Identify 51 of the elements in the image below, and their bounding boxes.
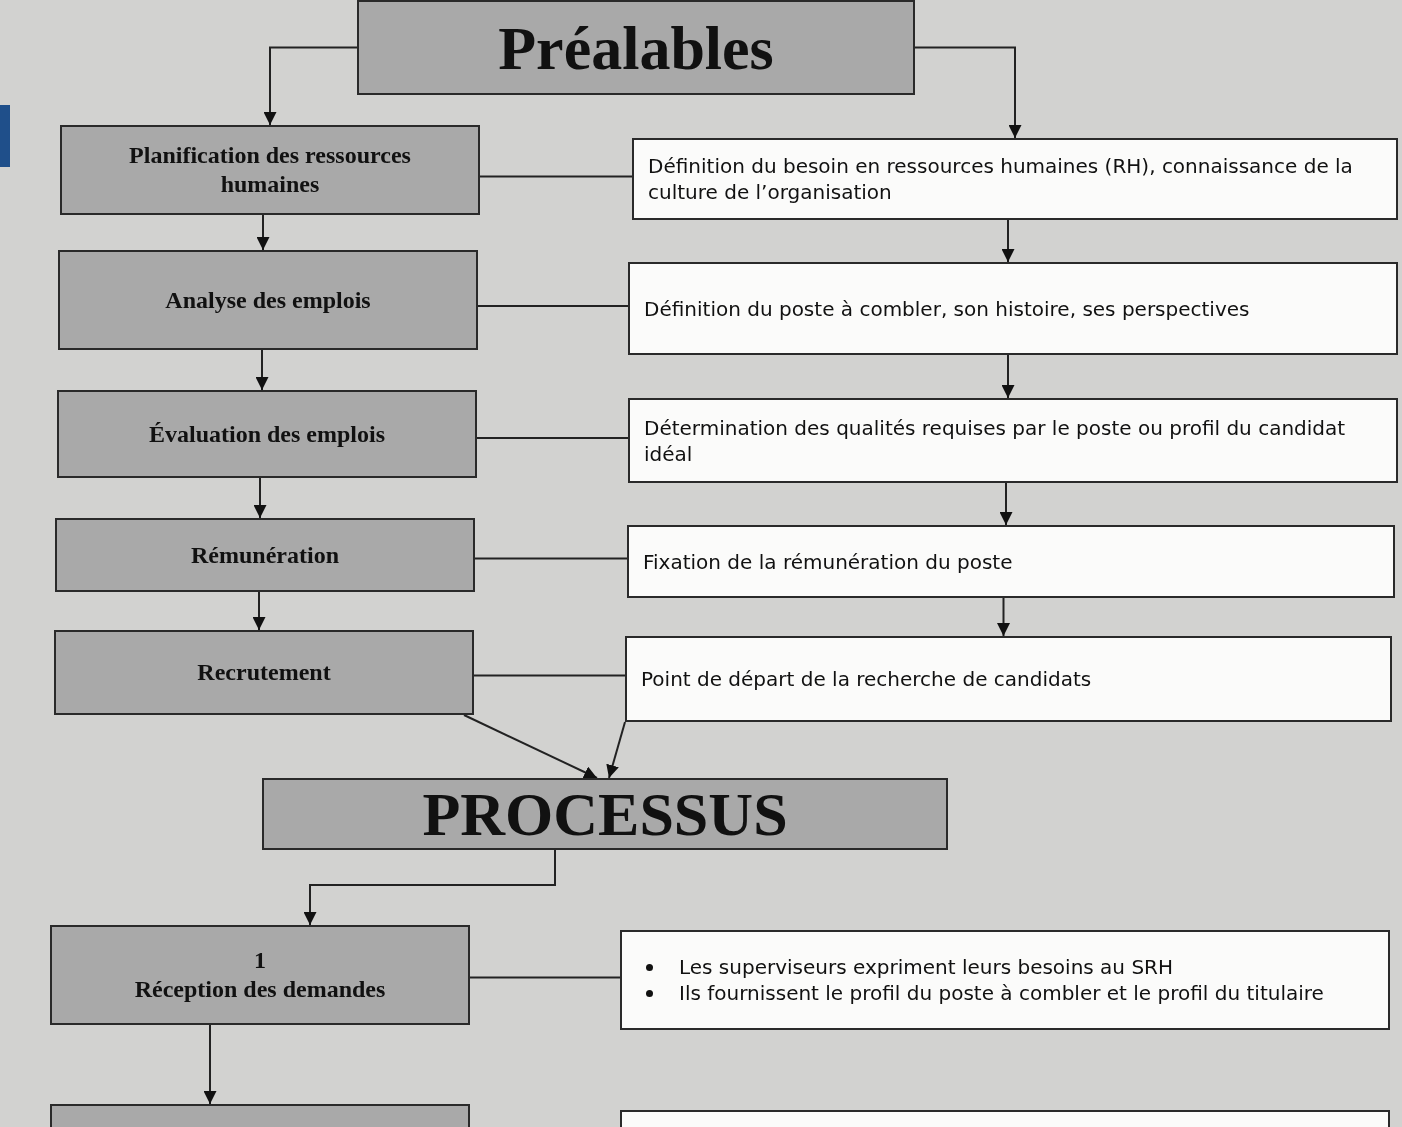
step-title: Recrutement — [197, 658, 331, 687]
arrow — [303, 849, 556, 926]
description-box — [620, 930, 1390, 1030]
arrow — [463, 714, 598, 779]
step-box — [55, 518, 475, 592]
step-title: Évaluation des emplois — [148, 419, 385, 449]
step-title: Analyse des emplois — [165, 285, 371, 315]
step-box — [54, 630, 474, 715]
connector-line — [477, 305, 629, 307]
connector-line — [476, 437, 629, 439]
description-text: Fixation de la rémunération du poste — [643, 548, 1013, 575]
description-text: Détermination des qualités requises par le poste ou profil du candidat idéal — [644, 414, 1347, 467]
heading-box — [262, 778, 948, 850]
connector-line — [474, 557, 628, 560]
connector-line — [479, 175, 633, 178]
bullet-item: Les superviseurs expriment leurs besoins au SRH — [679, 954, 1174, 980]
arrow — [252, 591, 266, 631]
arrow — [914, 46, 1022, 139]
description-text: Définition du besoin en ressources humaines (RH), connaissance de la culture de l’organisation — [648, 153, 1354, 205]
arrow — [203, 1024, 217, 1105]
section-heading: PROCESSUS — [422, 783, 788, 845]
description-box — [628, 262, 1398, 355]
step-title: Rémunération — [191, 540, 339, 570]
arrow — [1001, 354, 1015, 399]
connector-line — [469, 976, 621, 979]
description-box — [627, 525, 1395, 598]
arrow — [1001, 219, 1015, 263]
section-heading: Préalables — [498, 16, 774, 79]
arrow — [253, 477, 267, 519]
connector-line — [473, 674, 626, 677]
step-box — [58, 250, 478, 350]
arrow — [997, 597, 1010, 637]
arrow — [999, 482, 1013, 526]
description-text: Point de départ de la recherche de candidats — [641, 666, 1092, 692]
arrow — [263, 46, 358, 126]
arrow — [256, 214, 270, 251]
arrow — [255, 349, 269, 391]
description-box — [632, 138, 1398, 220]
empty-box — [50, 1104, 470, 1127]
description-box — [625, 636, 1392, 722]
bullet-item: Ils fournissent le profil du poste à combler et le profil du titulaire — [679, 980, 1324, 1006]
step-box — [50, 925, 470, 1025]
heading-box — [357, 0, 915, 95]
step-box — [57, 390, 477, 478]
step-box — [60, 125, 480, 215]
description-text: Définition du poste à combler, son histoire, ses perspectives — [644, 295, 1250, 322]
arrow — [606, 721, 626, 779]
step-number: 1 — [254, 946, 266, 975]
description-box — [628, 398, 1398, 483]
step-title: Réception des demandes — [134, 975, 386, 1004]
step-title: Planification des ressources humaines — [128, 141, 412, 199]
